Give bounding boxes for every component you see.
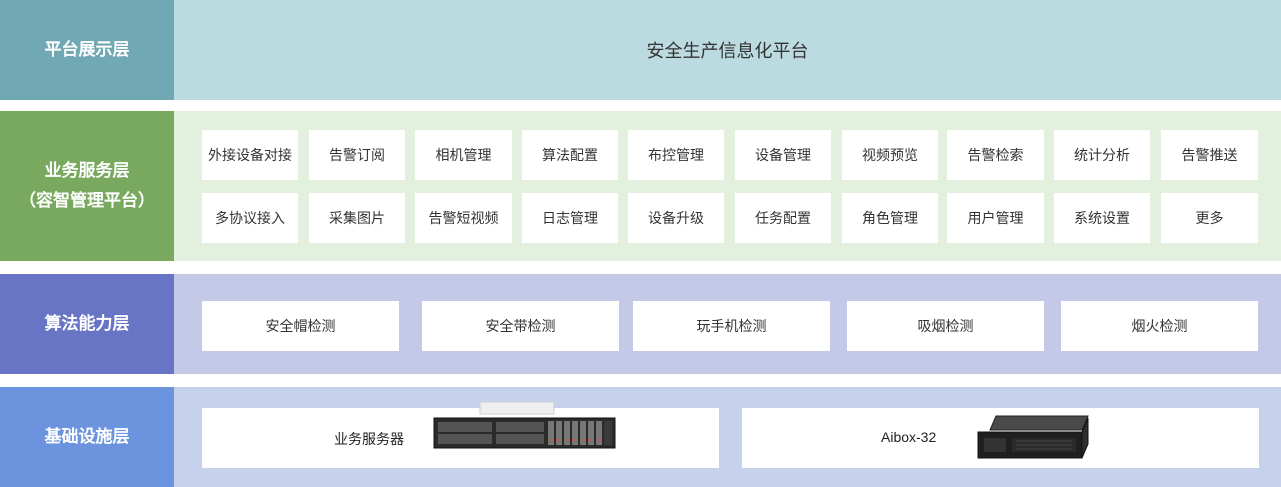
business-module: 告警推送 (1161, 130, 1258, 180)
infrastructure-layer-label: 基础设施层 (0, 387, 174, 487)
algorithm-layer-label-text: 算法能力层 (44, 314, 130, 334)
infrastructure-layer-label-text: 基础设施层 (44, 427, 130, 447)
business-module: 角色管理 (842, 193, 938, 243)
platform-layer-body: 安全生产信息化平台 (174, 0, 1281, 100)
business-module: 日志管理 (522, 193, 618, 243)
business-module: 告警检索 (947, 130, 1044, 180)
algorithm-module: 烟火检测 (1061, 301, 1258, 351)
algorithm-module: 安全带检测 (422, 301, 619, 351)
business-module: 布控管理 (628, 130, 724, 180)
business-module: 算法配置 (522, 130, 618, 180)
algorithm-layer-body: 安全帽检测 安全带检测 玩手机检测 吸烟检测 烟火检测 (174, 274, 1281, 374)
business-layer: 业务服务层 （容智管理平台） 外接设备对接 告警订阅 相机管理 算法配置 布控管… (0, 111, 1281, 261)
business-module: 采集图片 (309, 193, 405, 243)
platform-layer-label-text: 平台展示层 (44, 40, 130, 60)
business-module: 相机管理 (415, 130, 512, 180)
business-layer-label: 业务服务层 （容智管理平台） (0, 111, 174, 261)
business-server-card: 业务服务器 (202, 401, 719, 468)
algorithm-module: 玩手机检测 (633, 301, 830, 351)
business-module: 告警订阅 (309, 130, 405, 180)
business-module: 外接设备对接 (202, 130, 298, 180)
platform-title: 安全生产信息化平台 (646, 41, 809, 62)
rack-server-icon (433, 401, 616, 449)
algorithm-layer-label: 算法能力层 (0, 274, 174, 374)
algorithm-module: 安全帽检测 (202, 301, 399, 351)
business-module: 系统设置 (1054, 193, 1150, 243)
business-module: 统计分析 (1054, 130, 1150, 180)
business-layer-label-line2: （容智管理平台） (19, 191, 155, 211)
business-module: 更多 (1161, 193, 1258, 243)
business-server-label: 业务服务器 (334, 432, 404, 448)
business-module: 设备管理 (735, 130, 831, 180)
business-layer-body: 外接设备对接 告警订阅 相机管理 算法配置 布控管理 设备管理 视频预览 告警检… (174, 111, 1281, 261)
aibox-card: Aibox-32 (742, 408, 1259, 468)
infrastructure-layer: 基础设施层 业务服务器 (0, 387, 1281, 487)
business-module: 告警短视频 (415, 193, 512, 243)
algorithm-module: 吸烟检测 (847, 301, 1044, 351)
business-module: 视频预览 (842, 130, 938, 180)
business-module: 任务配置 (735, 193, 831, 243)
infrastructure-layer-body: 业务服务器 (174, 387, 1281, 487)
business-module: 设备升级 (628, 193, 724, 243)
aibox-device-icon (977, 415, 1089, 459)
platform-layer-label: 平台展示层 (0, 0, 174, 100)
business-module: 多协议接入 (202, 193, 298, 243)
business-module: 用户管理 (947, 193, 1044, 243)
platform-layer: 平台展示层 安全生产信息化平台 (0, 0, 1281, 100)
business-layer-label-line1: 业务服务层 (44, 161, 130, 181)
algorithm-layer: 算法能力层 安全帽检测 安全带检测 玩手机检测 吸烟检测 烟火检测 (0, 274, 1281, 374)
aibox-label: Aibox-32 (881, 429, 937, 445)
